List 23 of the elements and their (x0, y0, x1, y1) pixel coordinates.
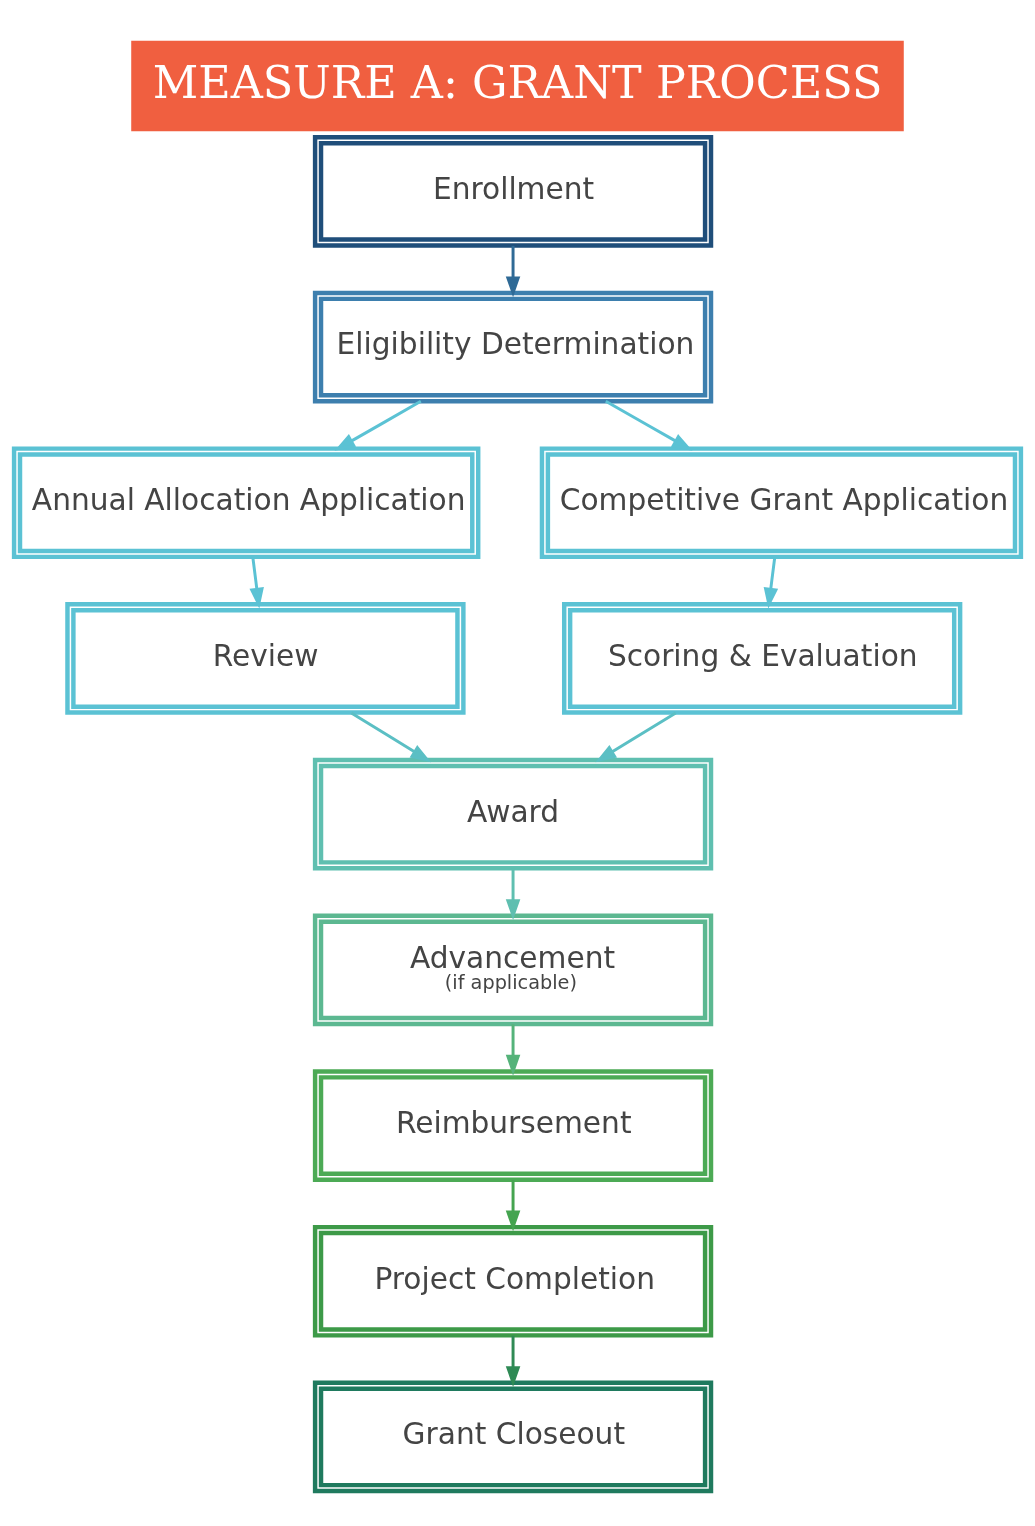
node-box: Eligibility Determination (312, 290, 714, 404)
arrow (605, 400, 693, 451)
arrow (505, 1335, 521, 1388)
arrow (763, 557, 779, 609)
node-box: Advancement (if applicable) (312, 913, 714, 1027)
node-box: Reimbursement (312, 1069, 714, 1182)
arrow (249, 557, 264, 609)
arrow (595, 711, 677, 763)
arrow (505, 868, 521, 920)
node-box: Grant Closeout (312, 1380, 714, 1494)
node-box: Scoring & Evaluation (562, 602, 963, 715)
arrow (334, 400, 422, 451)
arrow (505, 245, 521, 298)
node-box: Annual Allocation Application (11, 446, 481, 560)
node-box: Review (65, 602, 466, 715)
arrow (505, 1024, 521, 1076)
diagram-title: MEASURE A: GRANT PROCESS (152, 56, 883, 108)
arrow (350, 711, 432, 763)
node-box: Competitive Grant Application (539, 446, 1024, 560)
node-box: Award (312, 757, 714, 871)
node-box: Enrollment (312, 135, 714, 248)
node-box: Project Completion (312, 1224, 714, 1338)
arrow (505, 1180, 521, 1232)
